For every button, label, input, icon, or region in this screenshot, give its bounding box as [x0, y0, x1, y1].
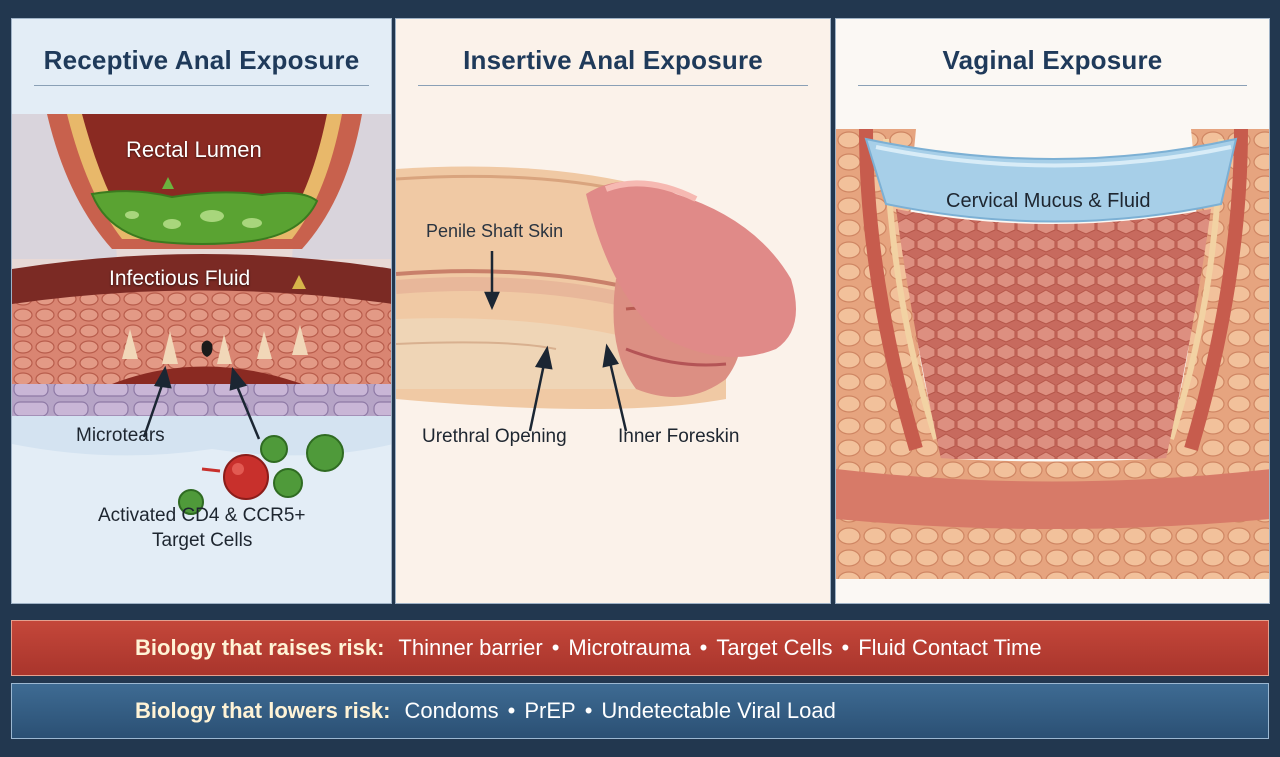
penile-anatomy-illustration: [396, 166, 796, 432]
label-cervical-mucus: Cervical Mucus & Fluid: [946, 190, 1151, 212]
bullet-separator: •: [841, 635, 850, 660]
target-cell-icons: [178, 434, 344, 515]
lowers-risk-bar: Biology that lowers risk: Condoms • PrEP…: [11, 683, 1269, 739]
panel-title: Vaginal Exposure: [942, 45, 1163, 75]
label-infectious-fluid: Infectious Fluid: [109, 267, 251, 290]
rectal-tissue-illustration: [12, 114, 391, 515]
label-target-cells-line2: Target Cells: [152, 530, 253, 551]
bullet-separator: •: [699, 635, 708, 660]
label-inner-foreskin: Inner Foreskin: [618, 426, 740, 447]
risk-item: Fluid Contact Time: [858, 635, 1042, 660]
label-urethral-opening: Urethral Opening: [422, 426, 567, 447]
lowers-risk-heading: Biology that lowers risk:: [135, 698, 391, 723]
title-divider: [858, 85, 1247, 86]
bullet-separator: •: [551, 635, 560, 660]
panel-title: Receptive Anal Exposure: [43, 45, 360, 75]
label-penile-shaft-skin: Penile Shaft Skin: [426, 221, 564, 241]
raises-risk-heading: Biology that raises risk:: [135, 635, 385, 660]
risk-item: Target Cells: [716, 635, 833, 660]
protection-item: Condoms: [404, 698, 499, 723]
protection-item: Undetectable Viral Load: [601, 698, 836, 723]
risk-item: Microtrauma: [568, 635, 691, 660]
panel-title: Insertive Anal Exposure: [463, 45, 763, 75]
risk-item: Thinner barrier: [398, 635, 543, 660]
raises-risk-bar: Biology that raises risk: Thinner barrie…: [11, 620, 1269, 676]
panel-vaginal: Vaginal Exposure Cervical Mucus & Fluid: [835, 18, 1270, 604]
bullet-separator: •: [584, 698, 593, 723]
protection-item: PrEP: [524, 698, 576, 723]
bullet-separator: •: [507, 698, 516, 723]
title-divider: [418, 85, 808, 86]
vaginal-tissue-illustration: [836, 128, 1269, 579]
label-target-cells-line1: Activated CD4 & CCR5+: [98, 505, 306, 526]
title-divider: [34, 85, 369, 86]
label-microtears: Microtears: [76, 425, 165, 446]
label-rectal-lumen: Rectal Lumen: [126, 137, 262, 162]
panel-insertive-anal: Insertive Anal Exposure Penile Shaft Ski…: [395, 18, 831, 604]
panel-receptive-anal: Receptive Anal Exposure Rectal Lumen Inf…: [11, 18, 392, 604]
